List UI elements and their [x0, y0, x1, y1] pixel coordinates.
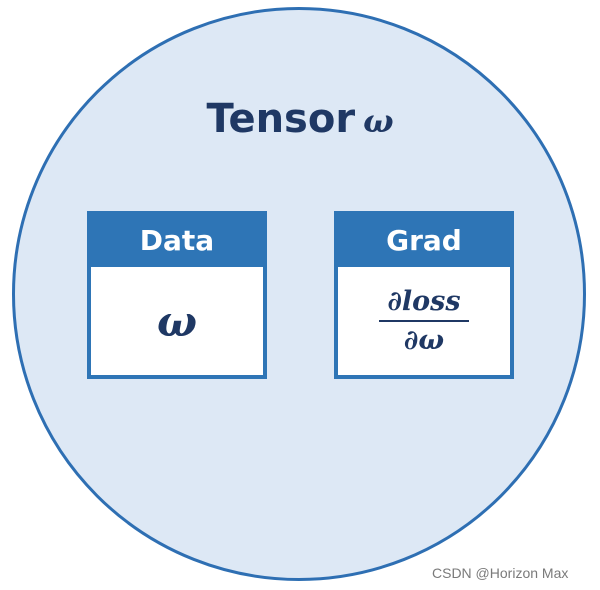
grad-fraction: ∂loss ∂ω — [379, 286, 469, 356]
data-box: Data ω — [87, 211, 267, 379]
tensor-title-symbol: ω — [363, 102, 394, 140]
grad-box-body: ∂loss ∂ω — [338, 267, 510, 375]
data-value: ω — [157, 296, 197, 346]
tensor-title-text: Tensor — [206, 96, 356, 142]
grad-numerator: ∂loss — [387, 285, 461, 317]
grad-box-header: Grad — [338, 215, 510, 267]
grad-box: Grad ∂loss ∂ω — [334, 211, 514, 379]
watermark: CSDN @Horizon Max — [432, 565, 569, 581]
grad-denominator: ∂ω — [403, 325, 445, 356]
fraction-bar — [379, 320, 469, 322]
data-box-header: Data — [91, 215, 263, 267]
data-box-body: ω — [91, 267, 263, 375]
